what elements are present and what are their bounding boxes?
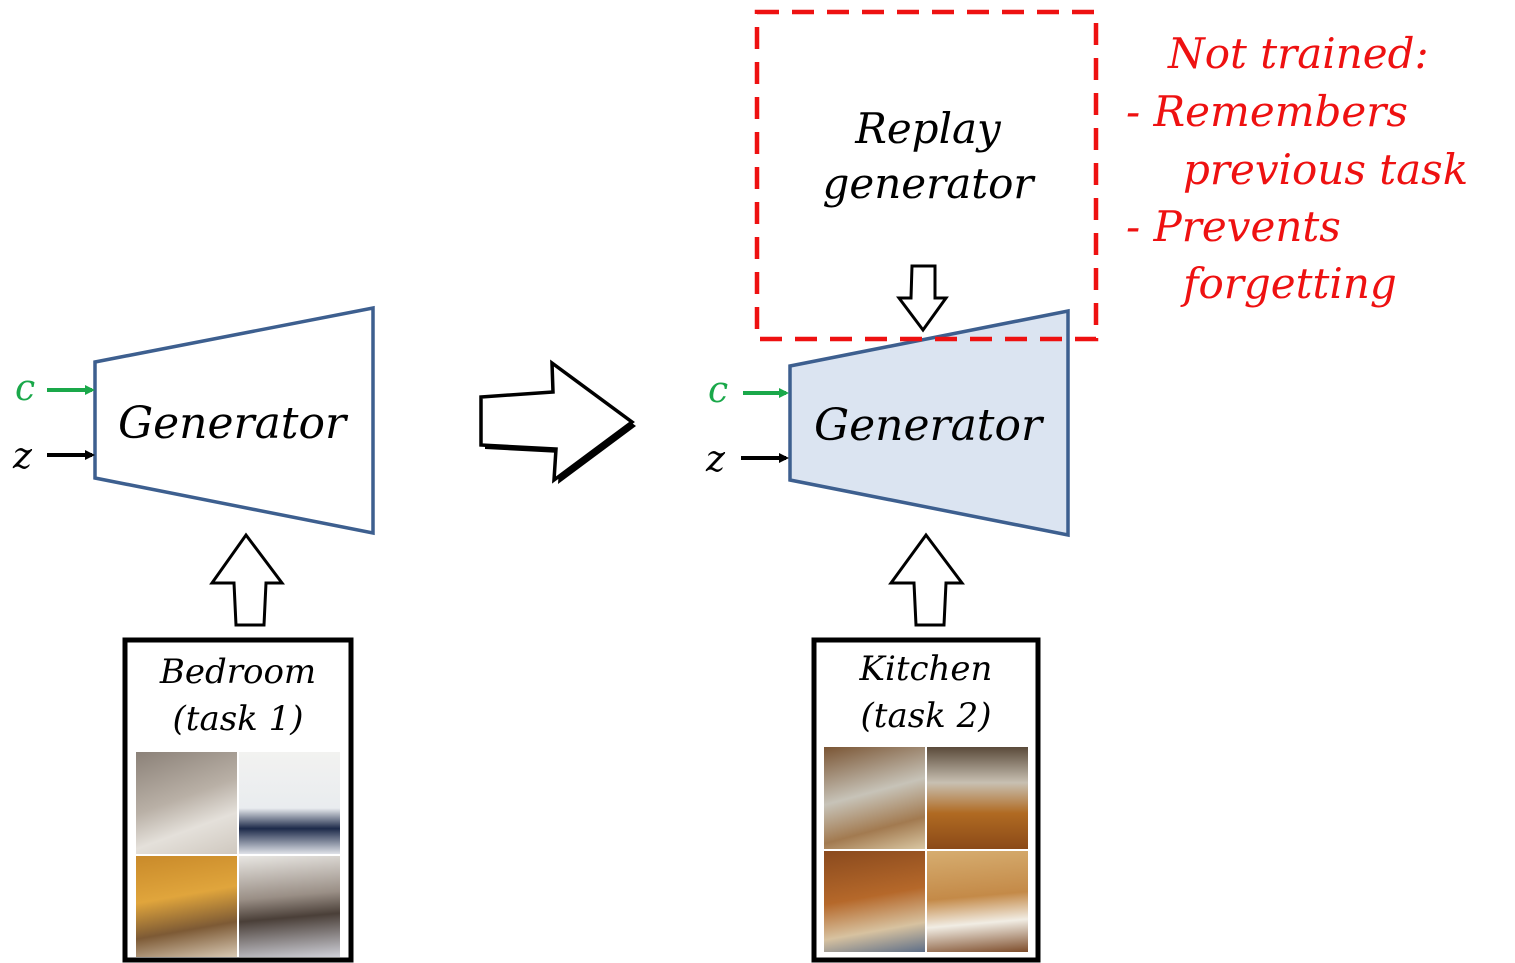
left-generator-label: Generator	[118, 398, 349, 449]
replay-generator-label-line2: generator	[822, 159, 1036, 208]
bedroom-photos-grid	[136, 752, 340, 957]
bedroom-photo-4	[239, 856, 340, 957]
kitchen-photo-2	[927, 747, 1028, 849]
left-input-z: z	[12, 436, 33, 477]
right-up-arrow	[888, 532, 965, 627]
left-input-c: c	[15, 368, 35, 409]
right-input-z: z	[705, 439, 726, 480]
note-item2-line1: - Prevents	[1126, 202, 1341, 251]
note-item1-line1: - Remembers	[1126, 87, 1408, 136]
kitchen-photo-3	[824, 851, 925, 952]
left-up-arrow	[209, 532, 285, 627]
bedroom-photo-2	[239, 752, 340, 854]
right-dataset-title-line2: (task 2)	[861, 696, 992, 736]
left-dataset-title-line2: (task 1)	[173, 699, 304, 739]
kitchen-photo-1	[824, 747, 925, 849]
note-item2-line2: forgetting	[1180, 259, 1397, 308]
right-dataset-title-line1: Kitchen	[859, 649, 993, 689]
bedroom-photo-1	[136, 752, 237, 854]
right-generator-shape	[788, 308, 1070, 538]
kitchen-photos-grid	[824, 747, 1028, 952]
replay-down-arrow	[896, 264, 949, 333]
note-item1-line2: previous task	[1183, 145, 1468, 194]
note-title: Not trained:	[1167, 29, 1429, 78]
left-dataset-title-line1: Bedroom	[159, 652, 316, 692]
replay-generator-box	[754, 9, 1099, 342]
replay-generator-label-line1: Replay	[854, 104, 1002, 153]
kitchen-photo-4	[927, 851, 1028, 952]
right-generator-label: Generator	[814, 400, 1045, 451]
right-input-c: c	[708, 370, 728, 411]
transition-arrow-face	[479, 359, 635, 484]
left-generator-shape	[93, 305, 375, 536]
bedroom-photo-3	[136, 856, 237, 957]
